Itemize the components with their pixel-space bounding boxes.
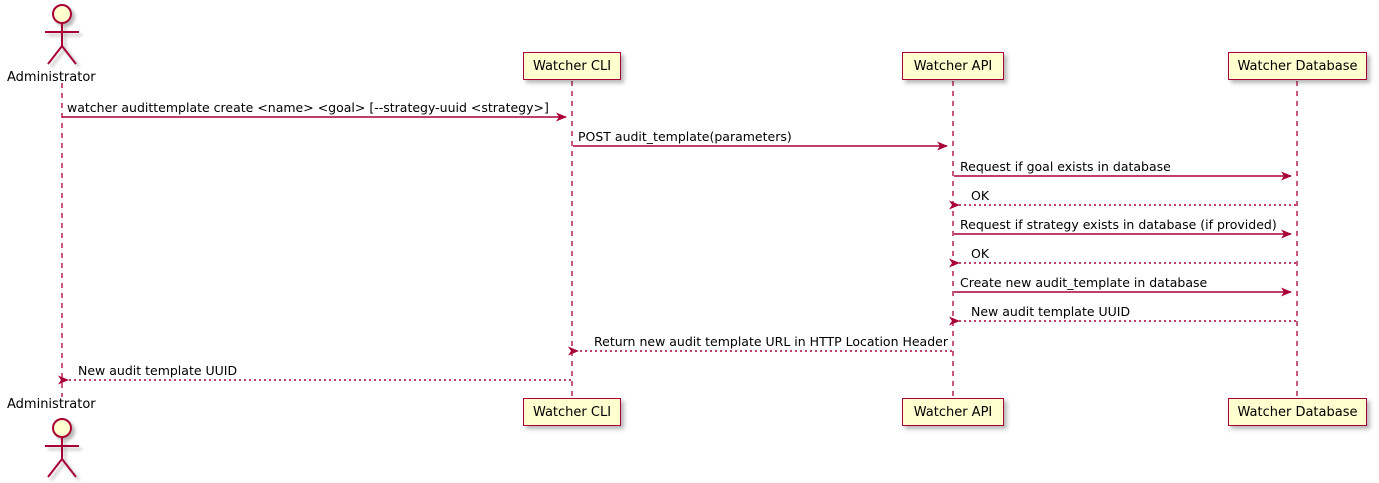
message-label-1: watcher audittemplate create <name> <goa… [67,100,549,115]
actor-label-administrator-bottom: Administrator [7,397,96,412]
message-label-5: Request if strategy exists in database (… [960,217,1277,232]
lifelines [61,81,1298,398]
actor-administrator-top [45,4,79,65]
participant-footer-watcher-cli-label: Watcher CLI [532,404,612,420]
message-label-9: Return new audit template URL in HTTP Lo… [594,334,948,349]
participant-header-watcher-database-label: Watcher Database [1237,58,1358,74]
participant-header-watcher-cli-label: Watcher CLI [532,58,612,74]
participant-header-watcher-cli[interactable]: Watcher CLI [523,52,621,80]
message-label-3: Request if goal exists in database [960,159,1171,174]
participant-header-watcher-database[interactable]: Watcher Database [1228,52,1367,80]
participant-header-watcher-api-label: Watcher API [913,58,993,74]
message-arrows [58,112,1296,385]
participant-header-watcher-api[interactable]: Watcher API [902,52,1004,80]
participant-footer-watcher-database-label: Watcher Database [1237,404,1358,420]
participant-footer-watcher-cli[interactable]: Watcher CLI [523,398,621,426]
message-label-4: OK [971,188,990,203]
message-label-7: Create new audit_template in database [960,275,1208,290]
message-label-10: New audit template UUID [78,363,238,378]
participant-footer-watcher-api[interactable]: Watcher API [902,398,1004,426]
participant-footer-watcher-database[interactable]: Watcher Database [1228,398,1367,426]
actor-administrator-bottom [45,418,79,478]
message-label-6: OK [971,246,990,261]
actor-label-administrator-top: Administrator [7,70,96,85]
message-label-8: New audit template UUID [971,304,1131,319]
participant-footer-watcher-api-label: Watcher API [913,404,993,420]
message-label-2: POST audit_template(parameters) [578,129,792,144]
